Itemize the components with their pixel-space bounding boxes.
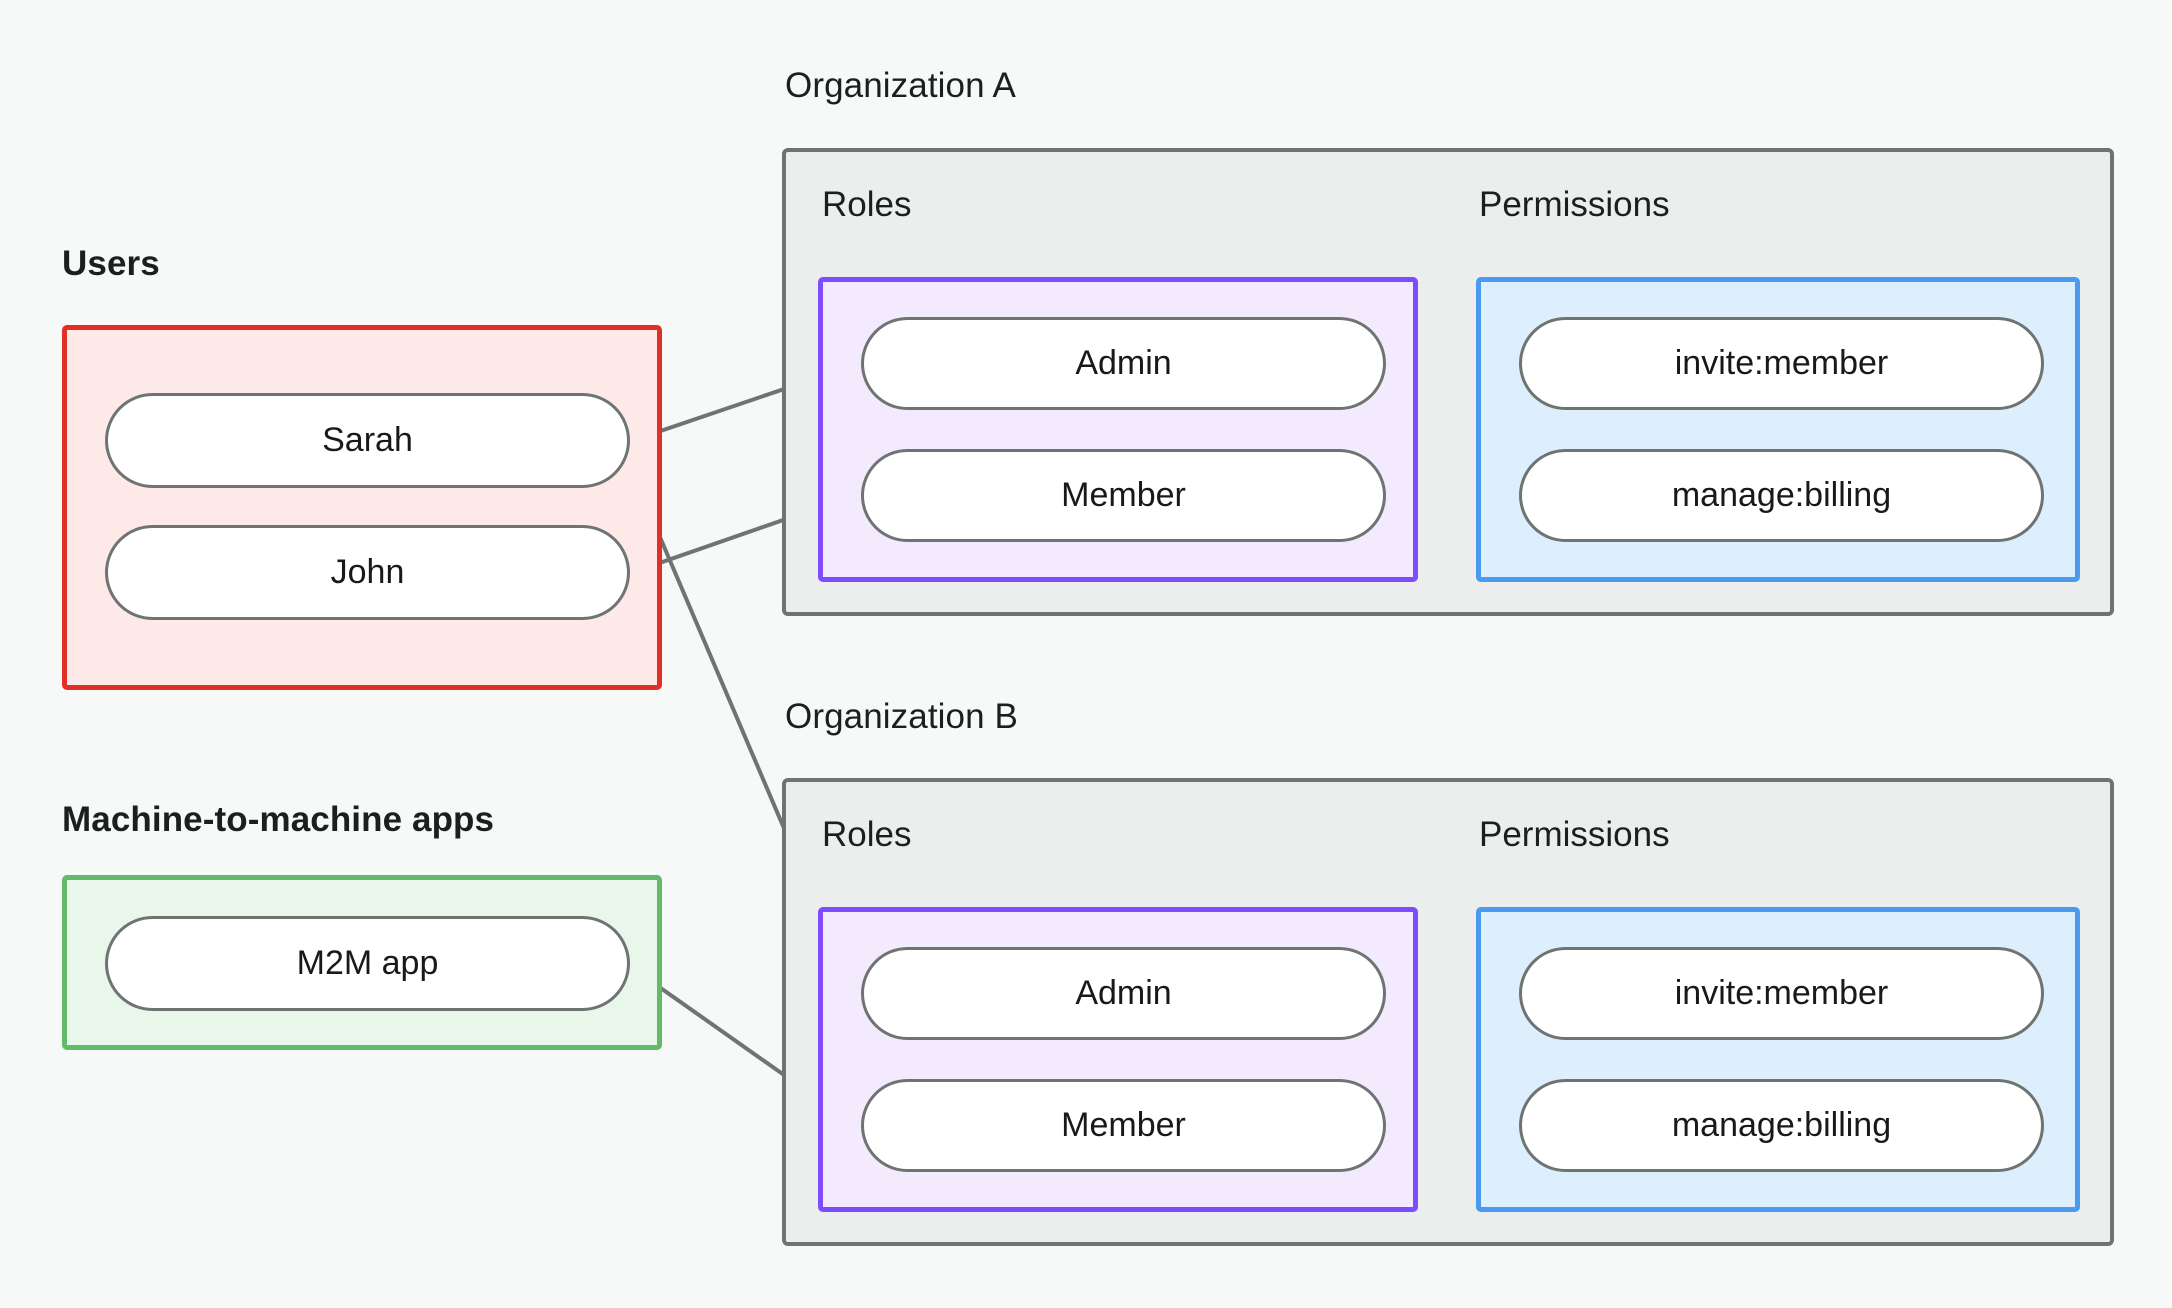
user-node-sarah[interactable]: Sarah <box>105 393 630 488</box>
org-a-role-admin[interactable]: Admin <box>861 317 1386 410</box>
org-b-caption: Organization B <box>785 697 1018 736</box>
org-b-group: Roles Permissions Admin Member invite:me… <box>782 778 2114 1246</box>
org-b-role-admin[interactable]: Admin <box>861 947 1386 1040</box>
org-a-permission-invite-member[interactable]: invite:member <box>1519 317 2044 410</box>
org-a-permissions-box: invite:member manage:billing <box>1476 277 2080 582</box>
org-b-permission-invite-member[interactable]: invite:member <box>1519 947 2044 1040</box>
org-a-group: Roles Permissions Admin Member invite:me… <box>782 148 2114 616</box>
org-b-roles-box: Admin Member <box>818 907 1418 1212</box>
org-a-role-member[interactable]: Member <box>861 449 1386 542</box>
m2m-caption: Machine-to-machine apps <box>62 800 495 839</box>
org-b-role-member[interactable]: Member <box>861 1079 1386 1172</box>
m2m-node-app[interactable]: M2M app <box>105 916 630 1011</box>
org-a-caption: Organization A <box>785 66 1016 105</box>
org-a-roles-box: Admin Member <box>818 277 1418 582</box>
org-a-roles-caption: Roles <box>822 185 912 224</box>
users-group: Sarah John <box>62 325 662 690</box>
m2m-group: M2M app <box>62 875 662 1050</box>
org-a-permission-manage-billing[interactable]: manage:billing <box>1519 449 2044 542</box>
org-b-permission-manage-billing[interactable]: manage:billing <box>1519 1079 2044 1172</box>
org-b-permissions-caption: Permissions <box>1479 815 1670 854</box>
org-b-permissions-box: invite:member manage:billing <box>1476 907 2080 1212</box>
org-b-roles-caption: Roles <box>822 815 912 854</box>
org-a-permissions-caption: Permissions <box>1479 185 1670 224</box>
users-caption: Users <box>62 244 160 283</box>
user-node-john[interactable]: John <box>105 525 630 620</box>
